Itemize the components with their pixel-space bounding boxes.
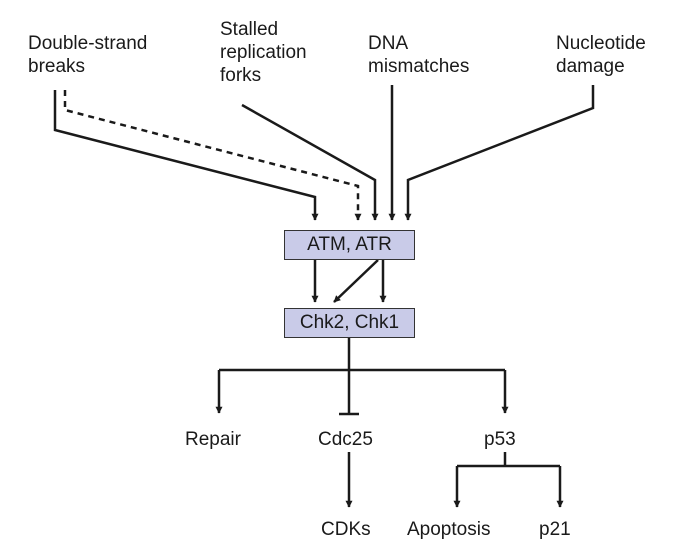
label-double-strand-breaks: Double-strand breaks — [28, 33, 148, 77]
label-repair: Repair — [185, 429, 241, 450]
node-chk2-chk1: Chk2, Chk1 — [284, 308, 415, 338]
edge-stalled-atr — [241, 103, 379, 221]
label-nucleotide-damage: Nucleotide damage — [556, 33, 646, 77]
label-cdks: CDKs — [321, 519, 371, 540]
label-p21: p21 — [539, 519, 571, 540]
label-p53: p53 — [484, 429, 516, 450]
node-atm-atr: ATM, ATR — [284, 230, 415, 260]
label-apoptosis: Apoptosis — [407, 519, 491, 540]
edge-atr-chk2 — [333, 259, 379, 303]
label-cdc25: Cdc25 — [318, 429, 373, 450]
label-dna-mismatches: DNA mismatches — [368, 33, 470, 77]
label-stalled-forks: Stalled replication forks — [220, 19, 307, 86]
edge-dsb-atm — [53, 90, 319, 221]
edge-nucleotide-atr — [404, 85, 595, 221]
